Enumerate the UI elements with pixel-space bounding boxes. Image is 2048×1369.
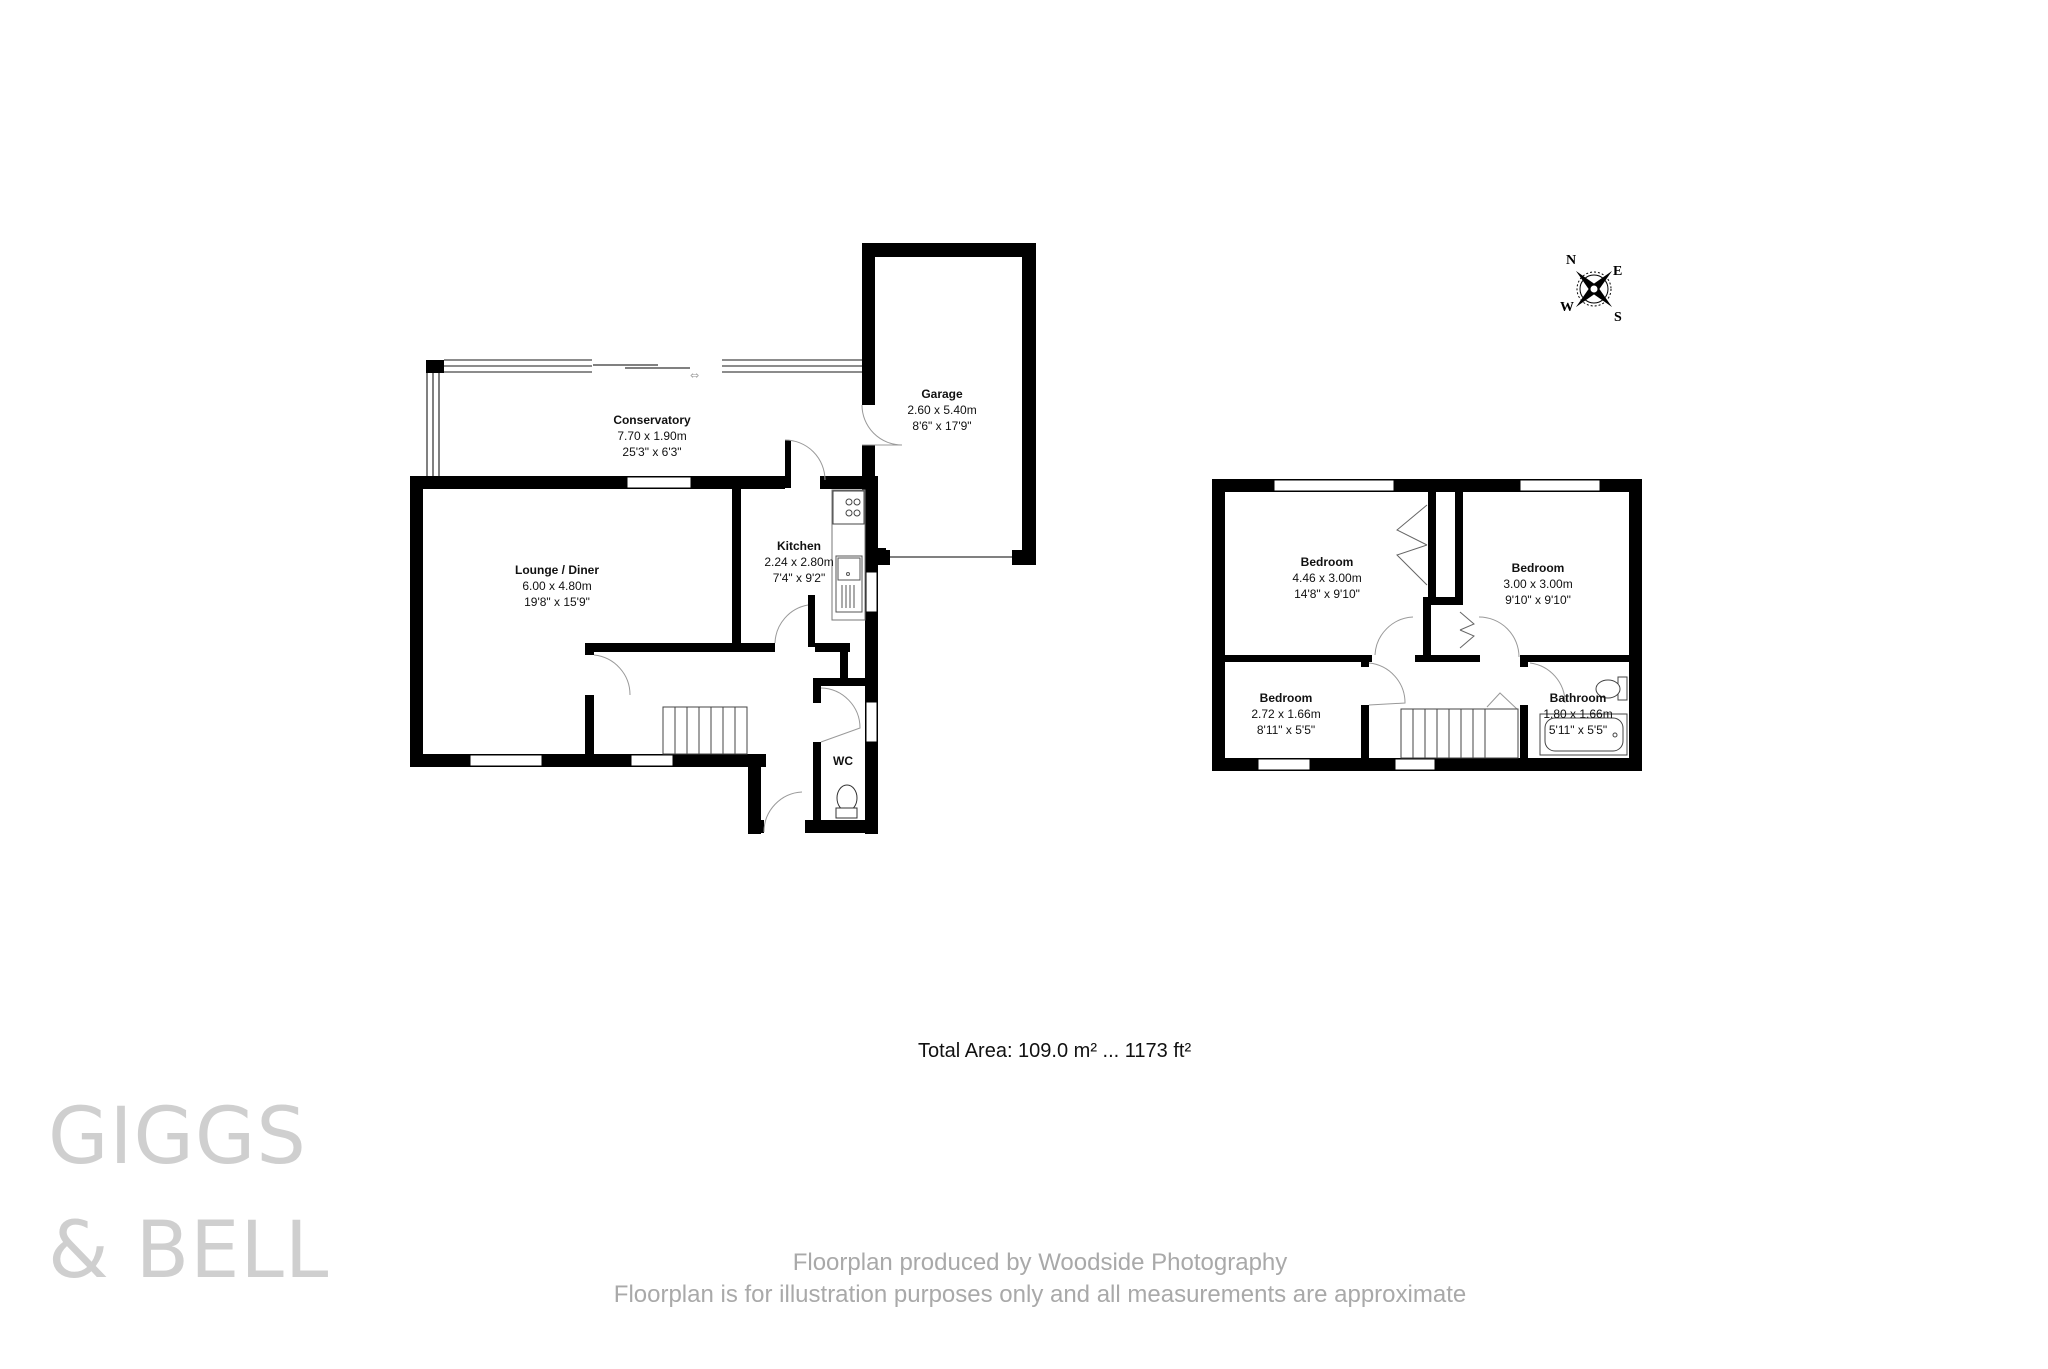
compass-n: N bbox=[1566, 253, 1576, 268]
ground-floor-labels: Conservatory 7.70 x 1.90m 25'3" x 6'3" G… bbox=[515, 387, 977, 768]
ground-floor: ⇔ bbox=[410, 243, 1036, 834]
ground-floor-stairs bbox=[662, 706, 748, 755]
room-metric-lounge: 6.00 x 4.80m bbox=[522, 579, 591, 593]
first-floor-windows bbox=[1257, 479, 1601, 771]
room-metric-conservatory: 7.70 x 1.90m bbox=[617, 429, 686, 443]
sliding-door bbox=[593, 364, 690, 369]
brand-line-1: GIGGS bbox=[48, 1092, 307, 1182]
room-metric-bathroom: 1.80 x 1.66m bbox=[1543, 707, 1612, 721]
room-metric-garage: 2.60 x 5.40m bbox=[907, 403, 976, 417]
room-metric-bedroom-2: 3.00 x 3.00m bbox=[1503, 577, 1572, 591]
room-imperial-bedroom-3: 8'11" x 5'5" bbox=[1257, 723, 1315, 737]
room-imperial-lounge: 19'8" x 15'9" bbox=[524, 595, 590, 609]
room-metric-bedroom-1: 4.46 x 3.00m bbox=[1292, 571, 1361, 585]
room-imperial-garage: 8'6" x 17'9" bbox=[912, 419, 971, 433]
compass-e: E bbox=[1613, 264, 1622, 279]
ground-floor-walls bbox=[410, 440, 886, 834]
room-name-garage: Garage bbox=[921, 387, 963, 401]
total-area: Total Area: 109.0 m² ... 1173 ft² bbox=[918, 1040, 1192, 1062]
garage-side-door bbox=[861, 404, 903, 446]
room-imperial-bathroom: 5'11" x 5'5" bbox=[1549, 723, 1607, 737]
room-name-bathroom: Bathroom bbox=[1550, 691, 1607, 705]
room-name-bedroom-2: Bedroom bbox=[1512, 561, 1565, 575]
room-imperial-bedroom-1: 14'8" x 9'10" bbox=[1294, 587, 1360, 601]
conservatory-glazing bbox=[444, 359, 862, 373]
sink-icon bbox=[835, 555, 863, 613]
garage-walls bbox=[862, 243, 1036, 567]
conservatory-post bbox=[426, 360, 444, 373]
bath-icon bbox=[1539, 713, 1628, 756]
room-metric-kitchen: 2.24 x 2.80m bbox=[764, 555, 833, 569]
room-imperial-conservatory: 25'3" x 6'3" bbox=[622, 445, 681, 459]
room-imperial-bedroom-2: 9'10" x 9'10" bbox=[1505, 593, 1571, 607]
ground-floor-windows bbox=[469, 476, 878, 767]
brand-line-2: & BELL bbox=[48, 1206, 330, 1296]
credits-producer: Floorplan produced by Woodside Photograp… bbox=[792, 1249, 1288, 1276]
ground-floor-door-swings bbox=[593, 439, 861, 833]
first-floor bbox=[1212, 479, 1642, 771]
toilet-icon bbox=[1595, 676, 1628, 701]
slide-arrow-icon: ⇔ bbox=[690, 369, 699, 382]
first-floor-labels: Bedroom 4.46 x 3.00m 14'8" x 9'10" Bedro… bbox=[1251, 555, 1612, 737]
credits-disclaimer: Floorplan is for illustration purposes o… bbox=[613, 1281, 1467, 1308]
first-floor-door-swings bbox=[1368, 616, 1566, 711]
compass-w: W bbox=[1560, 300, 1574, 315]
room-name-lounge: Lounge / Diner bbox=[515, 563, 599, 577]
compass-icon: N E S W bbox=[1560, 253, 1622, 325]
room-imperial-kitchen: 7'4" x 9'2" bbox=[773, 571, 825, 585]
room-name-bedroom-1: Bedroom bbox=[1301, 555, 1354, 569]
room-name-kitchen: Kitchen bbox=[777, 539, 821, 553]
compass-s: S bbox=[1614, 310, 1622, 325]
room-name-wc: WC bbox=[833, 754, 853, 768]
hob-icon bbox=[831, 489, 866, 621]
first-floor-stairs bbox=[1400, 708, 1519, 759]
toilet-icon bbox=[835, 784, 858, 819]
room-metric-bedroom-3: 2.72 x 1.66m bbox=[1251, 707, 1320, 721]
room-name-conservatory: Conservatory bbox=[613, 413, 691, 427]
wardrobe-doors bbox=[1396, 504, 1475, 649]
room-name-bedroom-3: Bedroom bbox=[1260, 691, 1313, 705]
conservatory-side-glazing bbox=[426, 373, 440, 476]
